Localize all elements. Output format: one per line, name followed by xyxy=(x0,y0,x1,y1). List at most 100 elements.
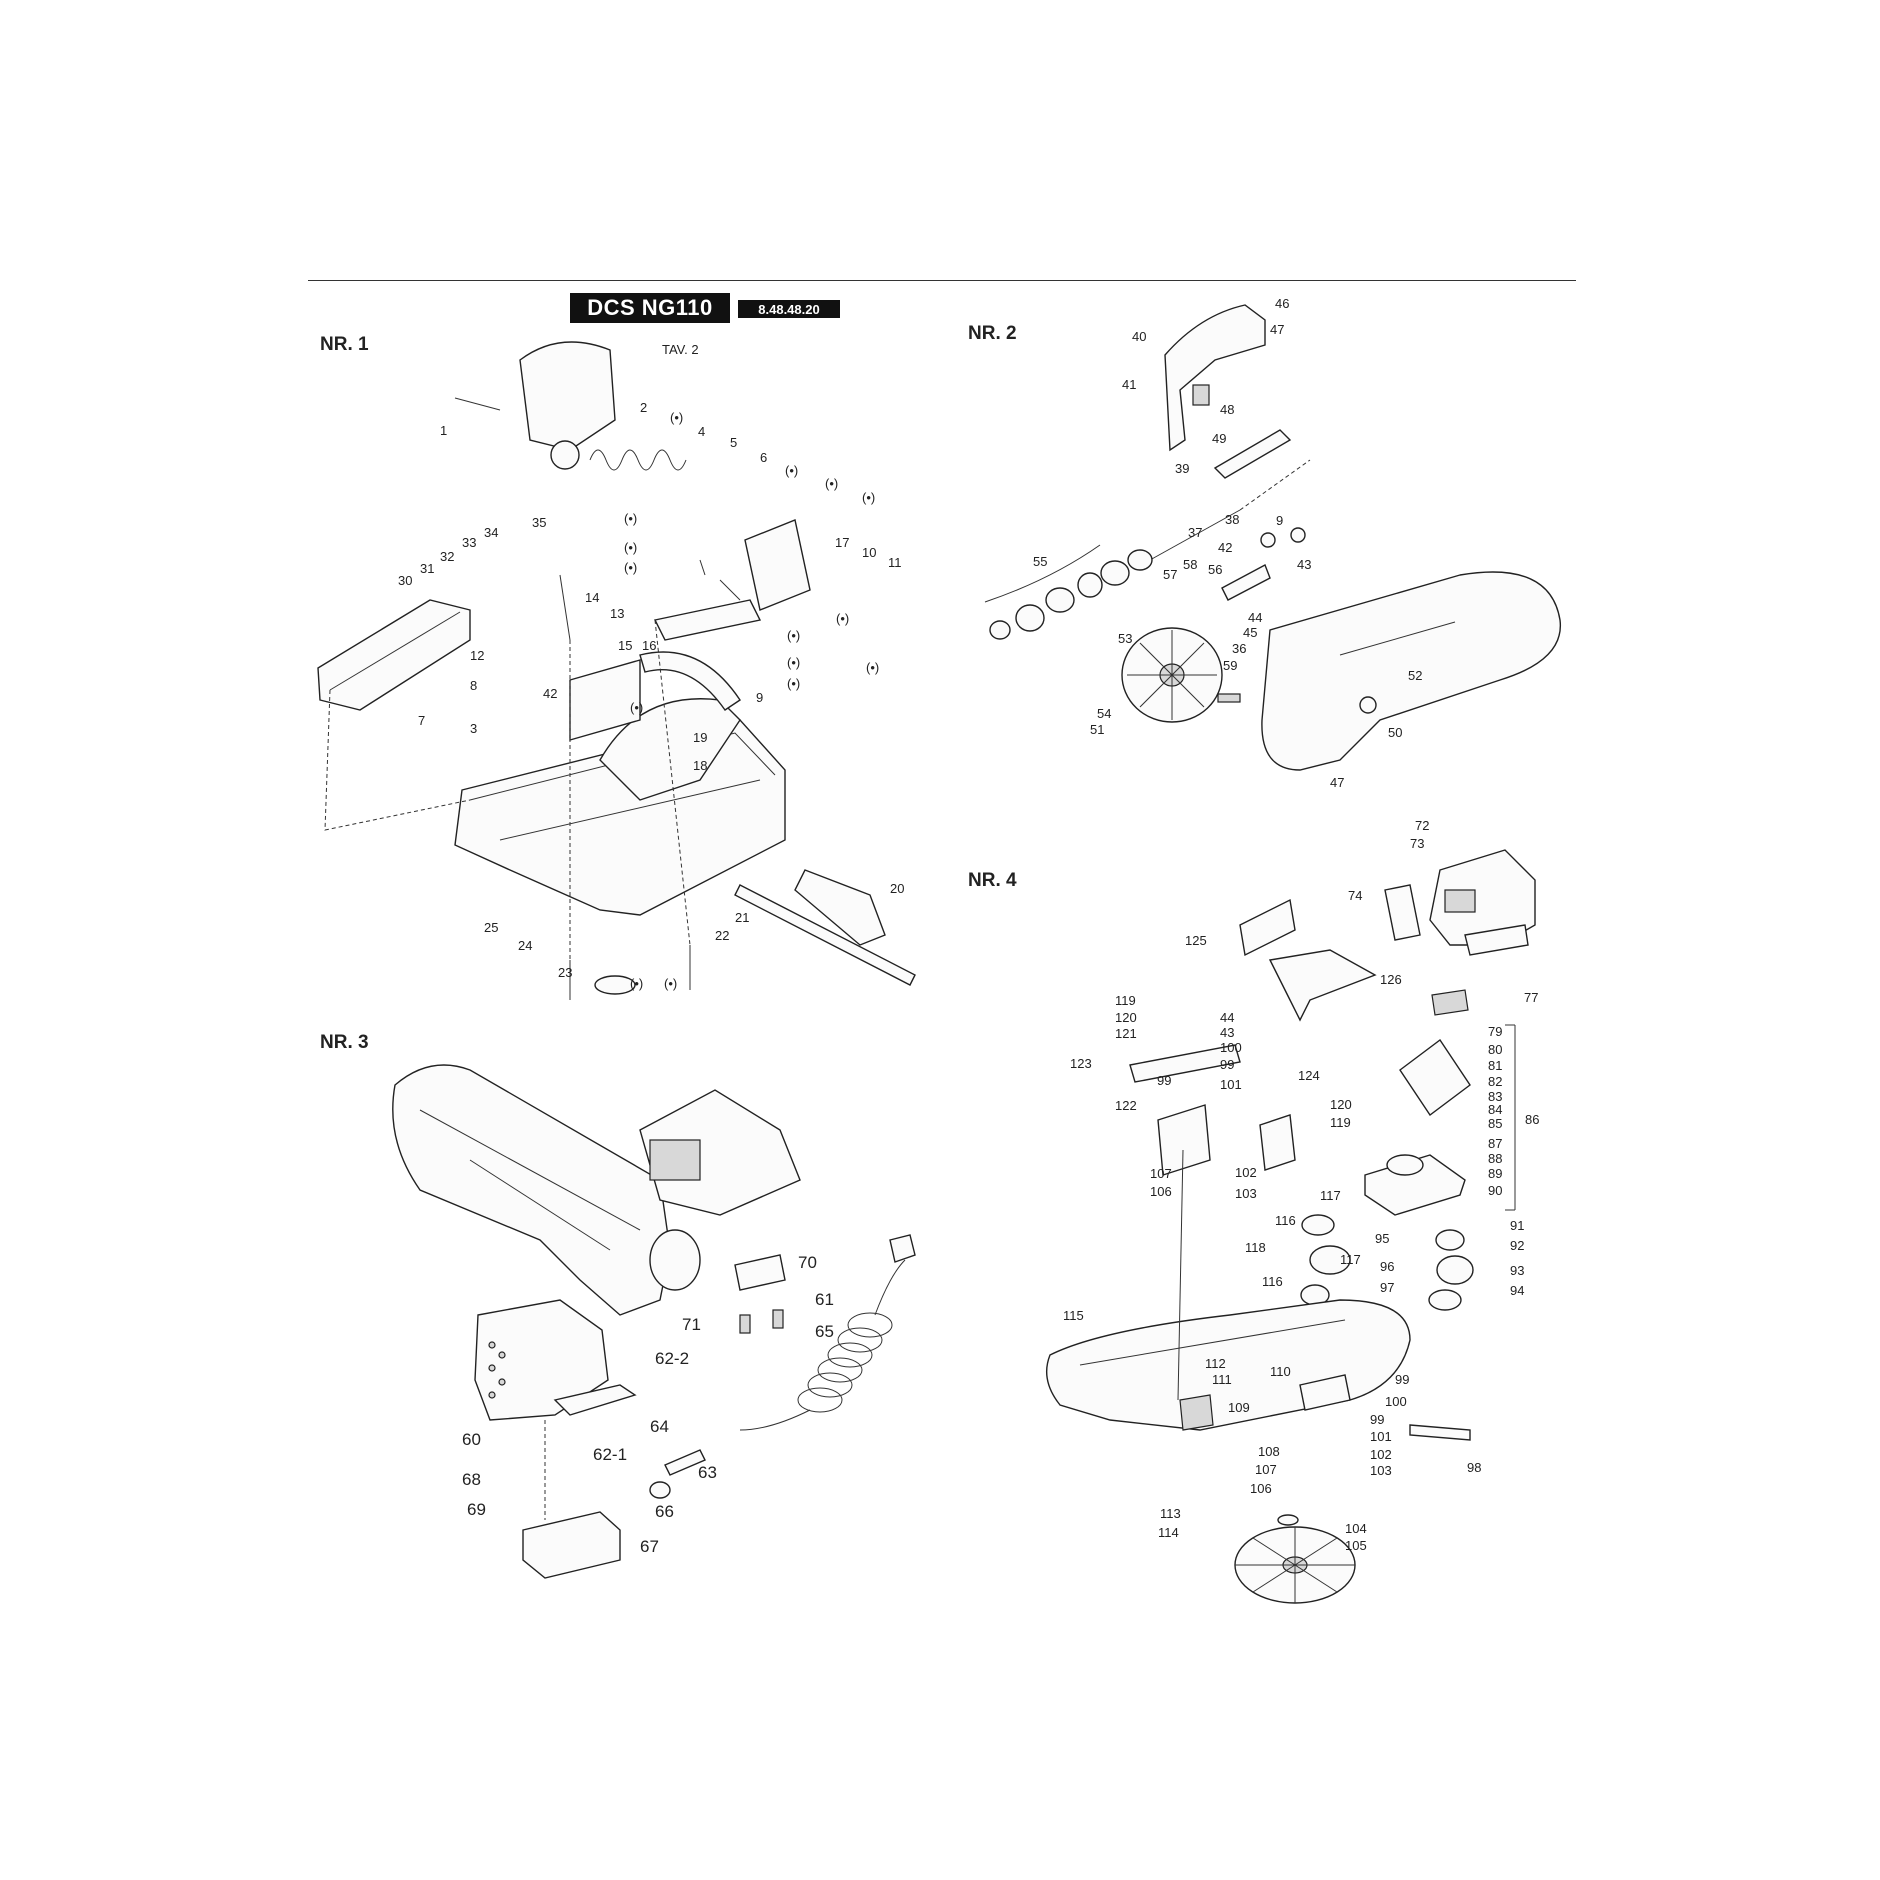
svg-text:44: 44 xyxy=(1220,1010,1234,1025)
svg-text:82: 82 xyxy=(1488,1074,1502,1089)
svg-text:9: 9 xyxy=(756,690,763,705)
nr3-callouts: 70 61 71 65 62-2 60 68 62-1 64 63 69 66 … xyxy=(462,1253,834,1556)
svg-text:42: 42 xyxy=(1218,540,1232,555)
guide-plate-124 xyxy=(1259,1114,1296,1171)
svg-text:41: 41 xyxy=(1122,377,1136,392)
svg-text:105: 105 xyxy=(1345,1538,1367,1553)
svg-text:42: 42 xyxy=(543,686,557,701)
top-rule xyxy=(308,280,1576,281)
svg-text:70: 70 xyxy=(798,1253,817,1272)
svg-text:116: 116 xyxy=(1275,1213,1296,1228)
svg-text:83: 83 xyxy=(1488,1089,1502,1104)
svg-text:43: 43 xyxy=(1297,557,1311,572)
svg-text:63: 63 xyxy=(698,1463,717,1482)
svg-text:99: 99 xyxy=(1220,1057,1234,1072)
tray xyxy=(553,1384,637,1416)
svg-text:36: 36 xyxy=(1232,641,1246,656)
svg-text:15: 15 xyxy=(618,638,632,653)
svg-text:17: 17 xyxy=(835,535,849,550)
svg-text:103: 103 xyxy=(1235,1186,1257,1201)
svg-text:3: 3 xyxy=(470,721,477,736)
svg-text:67: 67 xyxy=(640,1537,659,1556)
svg-text:(•): (•) xyxy=(664,976,677,991)
svg-text:119: 119 xyxy=(1115,993,1136,1008)
svg-text:111: 111 xyxy=(1212,1372,1232,1387)
code-badge: 8.48.48.20 xyxy=(738,300,840,318)
svg-text:93: 93 xyxy=(1510,1263,1524,1278)
svg-text:59: 59 xyxy=(1223,658,1237,673)
svg-text:95: 95 xyxy=(1375,1231,1389,1246)
svg-text:32: 32 xyxy=(440,549,454,564)
svg-text:38: 38 xyxy=(1225,512,1239,527)
section-title-nr2: NR. 2 xyxy=(968,323,1017,344)
svg-text:116: 116 xyxy=(1262,1274,1283,1289)
handle xyxy=(1164,304,1266,452)
lower-wheel xyxy=(1234,1526,1356,1604)
svg-text:74: 74 xyxy=(1348,888,1362,903)
svg-text:100: 100 xyxy=(1385,1394,1407,1409)
section-title-nr3: NR. 3 xyxy=(320,1032,369,1053)
clamp-rod xyxy=(734,884,916,986)
svg-text:51: 51 xyxy=(1090,722,1104,737)
svg-text:71: 71 xyxy=(682,1315,701,1334)
pivot-arm xyxy=(744,519,811,611)
svg-text:30: 30 xyxy=(398,573,412,588)
svg-text:31: 31 xyxy=(420,561,434,576)
svg-text:55: 55 xyxy=(1033,554,1047,569)
motor-assembly xyxy=(1364,989,1471,1216)
svg-text:69: 69 xyxy=(467,1500,486,1519)
svg-text:(•): (•) xyxy=(787,676,800,691)
svg-text:72: 72 xyxy=(1415,818,1429,833)
svg-text:99: 99 xyxy=(1395,1372,1409,1387)
svg-text:62-2: 62-2 xyxy=(655,1349,689,1368)
svg-text:33: 33 xyxy=(462,535,476,550)
shaft xyxy=(1409,1424,1471,1441)
nr4-callouts: 72 73 74 125 126 77 79 80 81 82 83 84 85… xyxy=(1063,818,1539,1553)
svg-text:80: 80 xyxy=(1488,1042,1502,1057)
svg-text:117: 117 xyxy=(1320,1188,1341,1203)
svg-text:16: 16 xyxy=(642,638,656,653)
svg-text:88: 88 xyxy=(1488,1151,1502,1166)
svg-text:87: 87 xyxy=(1488,1136,1502,1151)
svg-text:60: 60 xyxy=(462,1430,481,1449)
svg-text:53: 53 xyxy=(1118,631,1132,646)
svg-text:103: 103 xyxy=(1370,1463,1392,1478)
svg-text:120: 120 xyxy=(1115,1010,1137,1025)
svg-text:(•): (•) xyxy=(670,410,683,425)
keypad xyxy=(1384,884,1421,941)
svg-text:13: 13 xyxy=(610,606,624,621)
svg-text:101: 101 xyxy=(1220,1077,1242,1092)
bracket xyxy=(734,1254,786,1291)
model-badge: DCS NG110 xyxy=(570,293,730,323)
svg-text:58: 58 xyxy=(1183,557,1197,572)
svg-text:61: 61 xyxy=(815,1290,834,1309)
clamp-handle xyxy=(794,869,886,946)
svg-text:9: 9 xyxy=(1276,513,1283,528)
svg-text:52: 52 xyxy=(1408,668,1422,683)
svg-text:86: 86 xyxy=(1525,1112,1539,1127)
foot xyxy=(594,975,636,995)
svg-text:77: 77 xyxy=(1524,990,1538,1005)
svg-text:107: 107 xyxy=(1150,1166,1172,1181)
spring xyxy=(589,449,687,471)
svg-text:5: 5 xyxy=(730,435,737,450)
svg-text:(•): (•) xyxy=(825,476,838,491)
svg-text:125: 125 xyxy=(1185,933,1207,948)
blade-wheel xyxy=(1121,627,1223,723)
nr1-callouts: 1 2 4 5 6 17 10 11 9 35 34 33 32 31 30 1… xyxy=(398,342,904,991)
svg-text:6: 6 xyxy=(760,450,767,465)
angle-scale xyxy=(639,651,741,711)
svg-text:11: 11 xyxy=(888,555,902,570)
svg-text:7: 7 xyxy=(418,713,425,728)
svg-text:22: 22 xyxy=(715,928,729,943)
connector-block xyxy=(522,1511,621,1579)
svg-text:106: 106 xyxy=(1250,1481,1272,1496)
strain-relief xyxy=(664,1449,706,1476)
svg-text:47: 47 xyxy=(1330,775,1344,790)
svg-text:90: 90 xyxy=(1488,1183,1502,1198)
svg-text:104: 104 xyxy=(1345,1521,1367,1536)
svg-text:(•): (•) xyxy=(862,490,875,505)
